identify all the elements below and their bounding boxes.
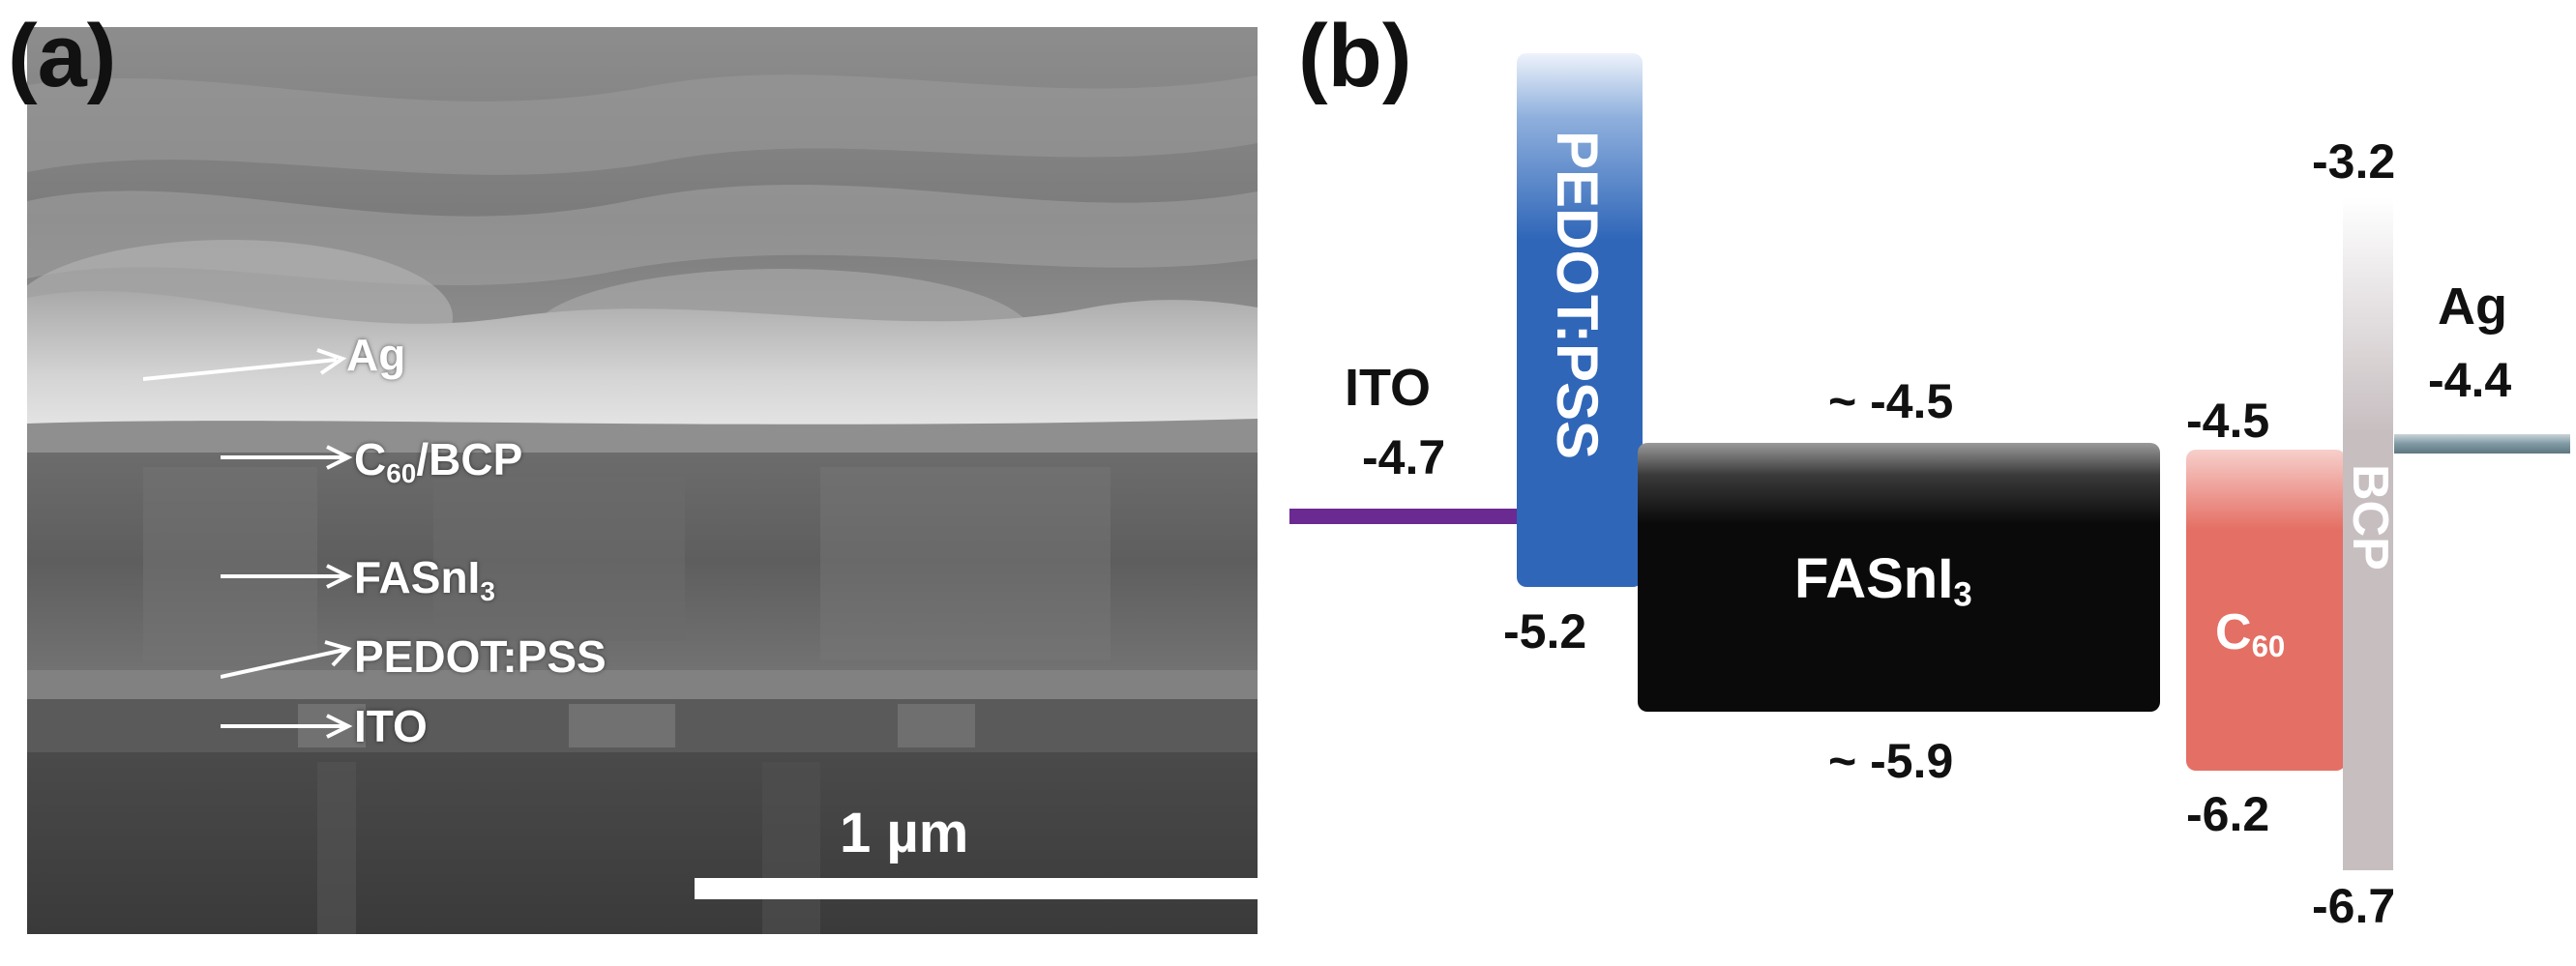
bcp-bottom-value: -6.7	[2312, 879, 2396, 933]
bcp-top-value: -3.2	[2312, 134, 2396, 189]
bcp-label: BCP	[2342, 464, 2398, 571]
fasni3-label: FASnI3	[1794, 547, 1972, 614]
fasni3-bottom-value: ~ -5.9	[1828, 734, 1954, 788]
pedot-pss-bottom-value: -5.2	[1503, 604, 1587, 659]
ag-level-value: -4.4	[2428, 353, 2512, 407]
c60-label: C60	[2215, 604, 2286, 663]
pedot-pss-label: PEDOT:PSS	[1545, 131, 1610, 460]
scale-bar-label: 1 µm	[840, 802, 969, 864]
sem-label-ito: ITO	[354, 701, 428, 751]
sem-cross-section-image: Ag C60/BCP FASnI3 PEDOT:PSS ITO 1 µm	[27, 27, 1258, 934]
panel-b-label: (b)	[1298, 7, 1412, 105]
arrow-ag	[143, 348, 347, 381]
arrow-pedot-pss	[221, 640, 352, 679]
fasni3-top-value: ~ -4.5	[1828, 374, 1954, 428]
scale-bar	[695, 878, 1258, 899]
ag-label: Ag	[2438, 278, 2507, 336]
sem-label-pedot-pss: PEDOT:PSS	[354, 631, 607, 682]
panel-a-sem-image: Ag C60/BCP FASnI3 PEDOT:PSS ITO 1 µm (a)	[0, 0, 1258, 966]
sem-label-ag: Ag	[346, 330, 406, 380]
ag-level-line	[2394, 434, 2570, 454]
sem-texture	[27, 27, 1258, 934]
bcp-block	[2343, 198, 2393, 870]
ito-level-value: -4.7	[1362, 430, 1446, 484]
arrow-ito	[221, 714, 353, 739]
sem-label-c60-bcp: C60/BCP	[354, 434, 523, 488]
panel-a-label: (a)	[8, 7, 117, 105]
c60-block	[2186, 450, 2346, 771]
sem-label-fasni3: FASnI3	[354, 552, 495, 606]
fasni3-block	[1638, 443, 2160, 712]
arrow-fasni3	[221, 564, 353, 589]
c60-bottom-value: -6.2	[2186, 787, 2270, 841]
c60-top-value: -4.5	[2186, 394, 2270, 448]
panel-b-energy-diagram: (b) ITO -4.7 PEDOT:PSS -5.2 FASnI3 ~ -4.…	[1258, 0, 2576, 966]
pedot-pss-block	[1517, 53, 1643, 587]
ito-label: ITO	[1345, 359, 1432, 417]
ito-level-line	[1289, 509, 1517, 524]
arrow-c60-bcp	[221, 445, 353, 470]
